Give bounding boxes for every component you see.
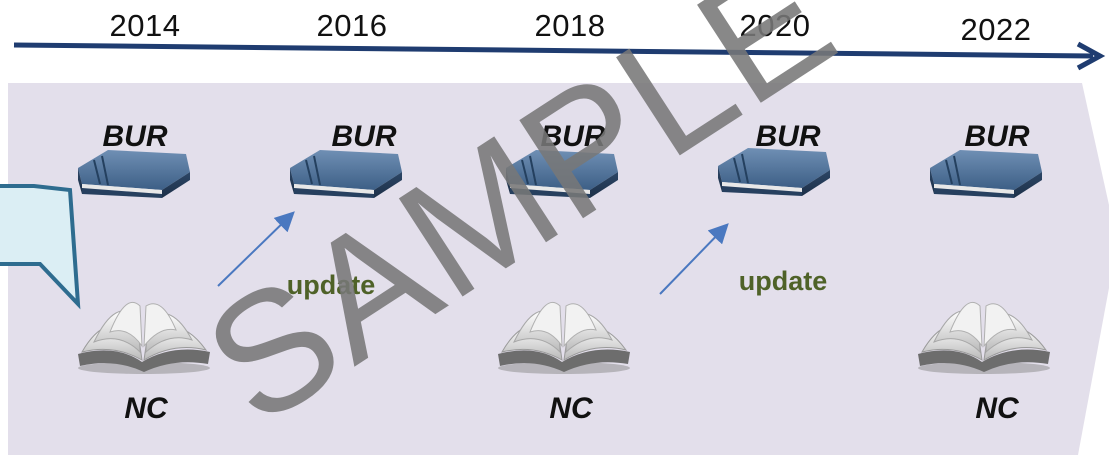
bur-label-2018: BUR [540,120,606,153]
year-label-2018: 2018 [534,8,606,43]
bur-label-2014: BUR [102,120,168,153]
bur-label-2022: BUR [964,120,1030,153]
year-label-2014: 2014 [109,8,181,43]
year-label-2022: 2022 [960,12,1032,47]
bur-label-2016: BUR [331,120,397,153]
update-label-2: update [738,266,828,296]
year-label-2020: 2020 [739,8,811,43]
nc-label-2014: NC [124,392,168,425]
update-arrow-icon [217,211,295,287]
update-label-1: update [286,270,376,300]
update-arrow-icon [659,223,729,295]
nc-label-2022: NC [975,392,1019,425]
year-label-2016: 2016 [316,8,388,43]
nc-label-2018: NC [549,392,593,425]
bur-label-2020: BUR [755,120,821,153]
